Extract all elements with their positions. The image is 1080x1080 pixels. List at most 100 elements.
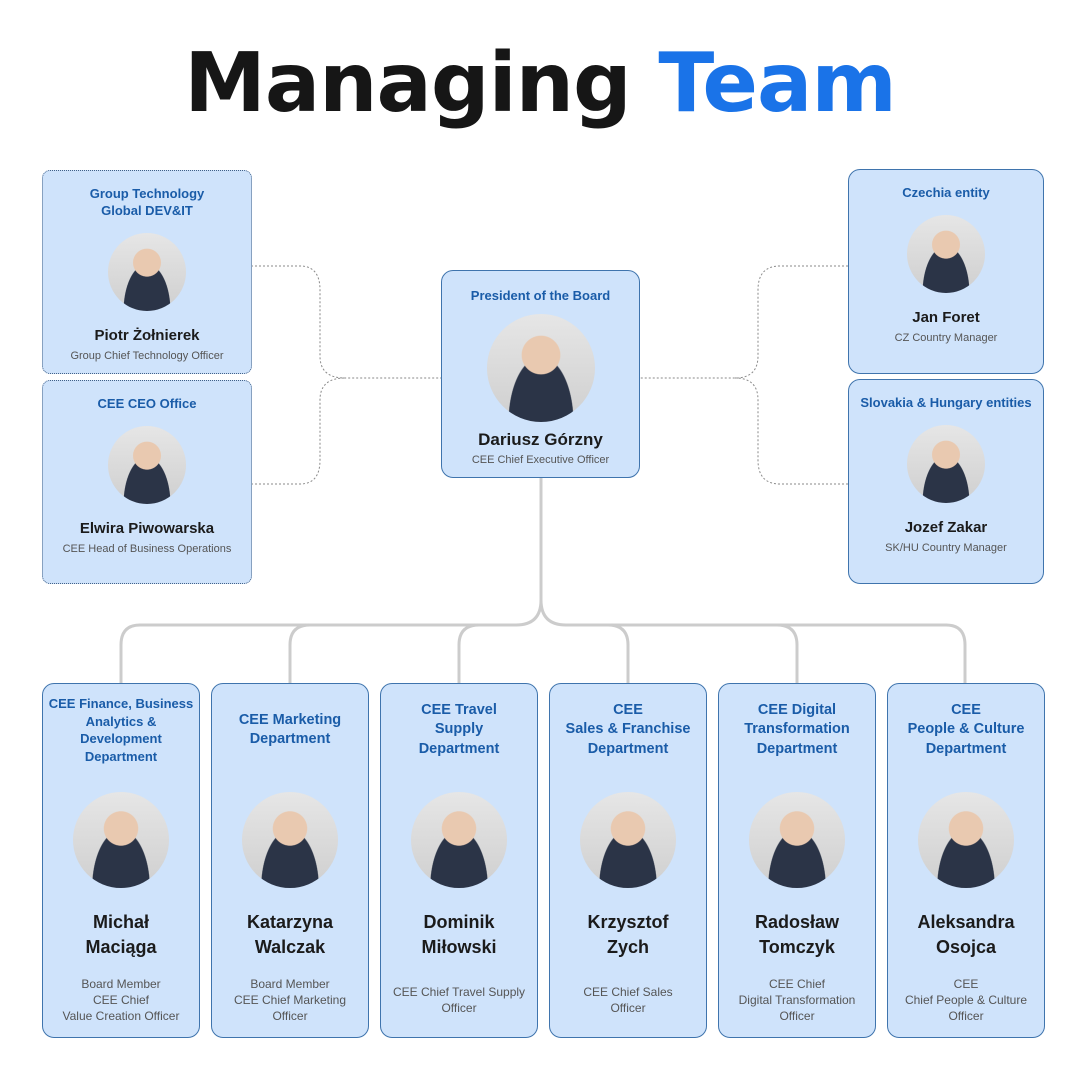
avatar-photo bbox=[486, 314, 595, 422]
person-name-line: Osojca bbox=[935, 937, 997, 957]
person-name-line: Tomczyk bbox=[759, 937, 835, 957]
connector-trunk-right bbox=[539, 599, 967, 683]
title-accent: Team bbox=[658, 36, 896, 131]
department-label-line: Department bbox=[249, 731, 331, 747]
person-name-line: Aleksandra bbox=[917, 912, 1015, 932]
connector-right-bottom bbox=[734, 377, 848, 485]
person-name-line: Michał bbox=[92, 912, 149, 932]
page-title: Managing Team bbox=[0, 36, 1080, 131]
person-role: Group Chief Technology Officer bbox=[70, 350, 224, 362]
connector-trunk bbox=[119, 477, 543, 683]
connector-left-bottom bbox=[251, 377, 346, 485]
connector-right-top bbox=[639, 265, 848, 379]
person-role: CZ Country Manager bbox=[894, 332, 998, 344]
department-label-line: Department bbox=[587, 740, 669, 757]
person-name: Elwira Piwowarska bbox=[79, 520, 215, 537]
department-label-line: Czechia entity bbox=[902, 185, 990, 200]
title-main: Managing bbox=[184, 36, 632, 131]
person-name: Piotr Żołnierek bbox=[94, 327, 200, 344]
person-role-line: Value Creation Officer bbox=[62, 1009, 180, 1023]
avatar-photo bbox=[73, 792, 169, 888]
connector-left-top bbox=[251, 265, 441, 379]
department-label-line: CEE Travel bbox=[421, 701, 497, 718]
person-role-line: CEE bbox=[953, 977, 979, 991]
person-role: CEE Chief Executive Officer bbox=[471, 454, 610, 466]
person-name-line: Radosław bbox=[754, 912, 840, 932]
person-role: CEE Head of Business Operations bbox=[62, 543, 232, 555]
department-label-line: Department bbox=[756, 740, 838, 757]
department-label-line: CEE bbox=[951, 701, 981, 718]
connector-drop-4 bbox=[607, 623, 630, 683]
department-label-line: Department bbox=[418, 740, 500, 757]
department-label-line: Department bbox=[84, 748, 158, 764]
person-name-line: Zych bbox=[606, 937, 649, 957]
person-role: SK/HU Country Manager bbox=[885, 542, 1007, 554]
avatar-photo bbox=[580, 792, 676, 888]
person-role-line: Officer bbox=[779, 1009, 815, 1023]
department-label: CEE CEO Office bbox=[43, 395, 251, 412]
person-role-line: Officer bbox=[441, 1001, 477, 1015]
department-label-line: CEE Marketing bbox=[238, 711, 342, 728]
person-role-line: Officer bbox=[948, 1009, 984, 1023]
person-name: Jan Foret bbox=[912, 309, 980, 326]
department-label-line: Global DEV&IT bbox=[101, 203, 193, 218]
person-name: Dariusz Górzny bbox=[478, 430, 603, 449]
person-name-line: Maciąga bbox=[85, 937, 157, 957]
department-label-line: Group Technology bbox=[89, 186, 205, 201]
person-name-line: Miłowski bbox=[421, 937, 497, 957]
connector-drop-2 bbox=[288, 623, 311, 683]
person-role-line: Chief People & Culture bbox=[904, 993, 1028, 1007]
department-label-line: Department bbox=[925, 740, 1007, 757]
avatar-photo bbox=[907, 215, 985, 293]
department-label-line: Analytics & Development bbox=[80, 713, 162, 747]
avatar-photo bbox=[411, 792, 507, 888]
department-label-line: CEE bbox=[613, 701, 643, 718]
department-label: President of the Board bbox=[470, 288, 611, 303]
avatar-photo bbox=[749, 792, 845, 888]
person-role-line: Board Member bbox=[81, 977, 161, 991]
person-role-line: Officer bbox=[272, 1009, 308, 1023]
person-role-line: CEE Chief bbox=[92, 993, 150, 1007]
department-label-line: People & Culture bbox=[907, 721, 1025, 738]
person-role-line: Digital Transformation bbox=[738, 993, 856, 1007]
person-role-line: CEE Chief bbox=[768, 977, 826, 991]
person-role-line: Officer bbox=[610, 1001, 646, 1015]
avatar-photo bbox=[242, 792, 338, 888]
connector-drop-3 bbox=[457, 623, 480, 683]
avatar-photo bbox=[108, 426, 186, 504]
person-name-line: Krzysztof bbox=[587, 912, 669, 932]
avatar-photo bbox=[907, 425, 985, 503]
department-label-line: Slovakia & Hungary entities bbox=[860, 395, 1032, 410]
department-label-line: Sales & Franchise bbox=[565, 721, 691, 738]
person-role-line: CEE Chief Travel Supply bbox=[392, 985, 526, 999]
person-role-line: CEE Chief Sales bbox=[583, 985, 673, 999]
person-name-line: Katarzyna bbox=[246, 912, 334, 932]
department-label-line: CEE CEO Office bbox=[97, 396, 197, 411]
